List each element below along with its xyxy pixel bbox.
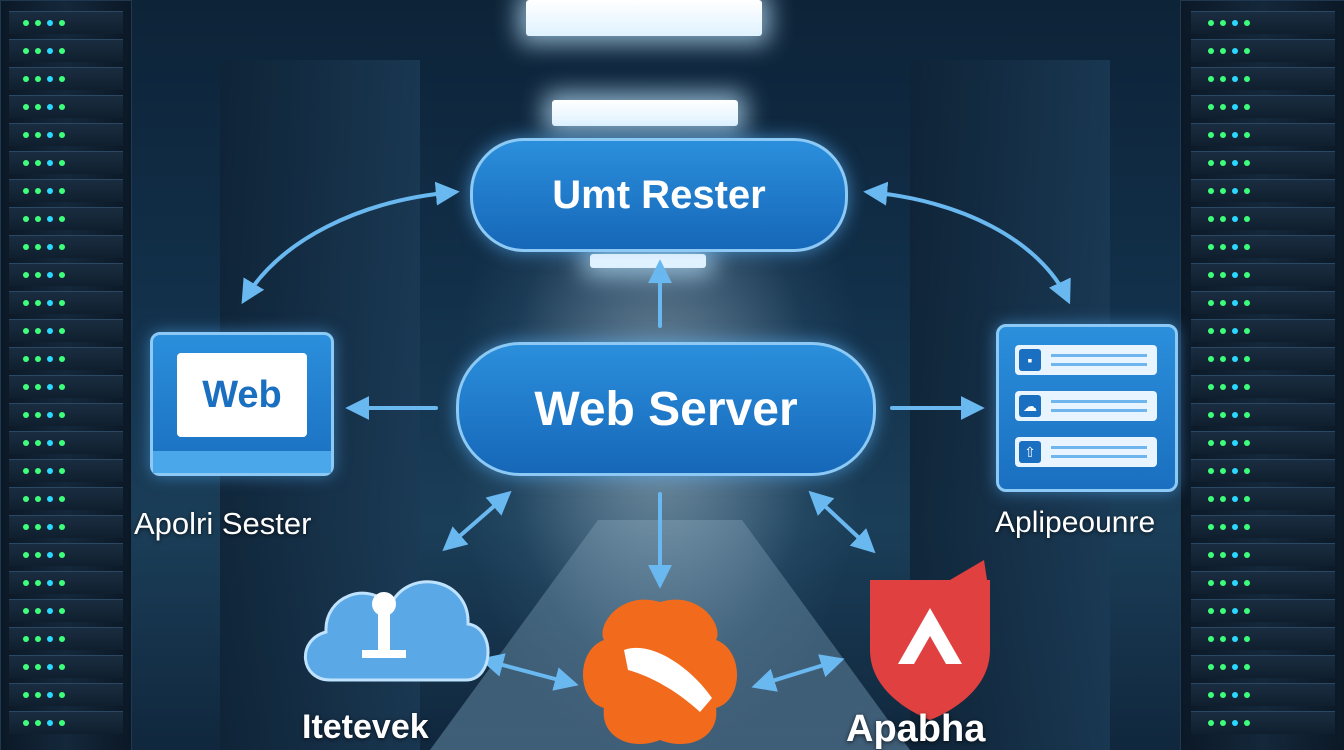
rack-slot: [1190, 431, 1336, 454]
rack-slot: [1190, 627, 1336, 650]
rack-slot: [8, 179, 124, 202]
rack-slot: [1190, 95, 1336, 118]
rack-slot: [1190, 39, 1336, 62]
rack-slot: [8, 11, 124, 34]
rack-slot: [8, 235, 124, 258]
rack-slot: [1190, 11, 1336, 34]
doc-row: ⇧: [1015, 437, 1157, 467]
monitor-icon: Web: [150, 332, 334, 476]
rack-slot: [1190, 599, 1336, 622]
shield-logo-icon: [870, 560, 990, 720]
monitor-screen-text: Web: [202, 373, 282, 416]
doc-line: [1051, 363, 1147, 366]
doc-line: [1051, 446, 1147, 449]
rack-slot: [1190, 291, 1336, 314]
rack-slot: [1190, 487, 1336, 510]
rack-slot: [1190, 403, 1336, 426]
rack-slot: [8, 627, 124, 650]
rack-slot: [1190, 347, 1336, 370]
rack-slot: [1190, 123, 1336, 146]
rack-slot: [1190, 571, 1336, 594]
doc-row: ☁: [1015, 391, 1157, 421]
cloud-upload-icon: [303, 580, 490, 682]
node-center-pill: Web Server: [456, 342, 876, 476]
arrow-top-to-right: [863, 181, 1071, 305]
server-rack-right: [1180, 0, 1344, 750]
arrow-center-to-bottom-right: [808, 490, 876, 554]
doc-line: [1051, 354, 1147, 357]
rack-slot: [8, 123, 124, 146]
node-bottom-left-caption: Itetevek: [302, 708, 429, 746]
rack-slot: [8, 711, 124, 734]
document-list-icon: ▪ ☁ ⇧: [996, 324, 1178, 492]
rack-slot: [1190, 319, 1336, 342]
doc-row: ▪: [1015, 345, 1157, 375]
rack-slot: [1190, 235, 1336, 258]
flower-logo-icon: [583, 599, 737, 745]
doc-line: [1051, 400, 1147, 403]
rack-slot: [1190, 459, 1336, 482]
arrow-center-to-bottom-left: [442, 490, 512, 552]
rack-slot: [1190, 207, 1336, 230]
rack-slot: [8, 543, 124, 566]
rack-slot: [1190, 179, 1336, 202]
monitor-screen: Web: [177, 353, 307, 437]
doc-line: [1051, 409, 1147, 412]
rack-slot: [8, 571, 124, 594]
rack-slot: [1190, 515, 1336, 538]
rack-slot: [8, 683, 124, 706]
node-bottom-right-caption: Apabha: [846, 708, 986, 750]
rack-slot: [8, 319, 124, 342]
rack-slot: [8, 655, 124, 678]
doc-line: [1051, 455, 1147, 458]
rack-slot: [8, 487, 124, 510]
rack-slot: [8, 431, 124, 454]
arrow-cloud-to-flower: [479, 653, 579, 691]
monitor-stand: [153, 451, 331, 473]
node-right-caption: Aplipeounre: [995, 506, 1156, 539]
rack-slot: [8, 515, 124, 538]
rack-slot: [1190, 375, 1336, 398]
node-left-caption: Apolri Sester: [134, 506, 312, 541]
node-top-pill: Umt Rester: [470, 138, 848, 252]
rack-slot: [1190, 655, 1336, 678]
ceiling-light: [552, 100, 738, 126]
arrow-top-to-left: [241, 181, 460, 305]
rack-slot: [8, 459, 124, 482]
rack-slot: [8, 375, 124, 398]
rack-slot: [8, 95, 124, 118]
rack-slot: [8, 207, 124, 230]
rack-slot: [1190, 263, 1336, 286]
upload-icon: ⇧: [1019, 441, 1041, 463]
server-rack-left: [0, 0, 132, 750]
node-center-label: Web Server: [534, 382, 798, 436]
rack-slot: [1190, 543, 1336, 566]
rack-slot: [1190, 683, 1336, 706]
arrow-flower-to-shield: [751, 654, 845, 692]
rack-slot: [8, 599, 124, 622]
rack-slot: [1190, 711, 1336, 734]
rack-slot: [8, 151, 124, 174]
rack-slot: [8, 67, 124, 90]
ceiling-light: [526, 0, 762, 36]
rack-slot: [1190, 67, 1336, 90]
file-icon: ▪: [1019, 349, 1041, 371]
cloud-icon: ☁: [1019, 395, 1041, 417]
node-top-label: Umt Rester: [552, 172, 766, 217]
rack-slot: [1190, 151, 1336, 174]
rack-slot: [8, 347, 124, 370]
rack-slot: [8, 39, 124, 62]
rack-slot: [8, 403, 124, 426]
rack-slot: [8, 291, 124, 314]
rack-slot: [8, 263, 124, 286]
